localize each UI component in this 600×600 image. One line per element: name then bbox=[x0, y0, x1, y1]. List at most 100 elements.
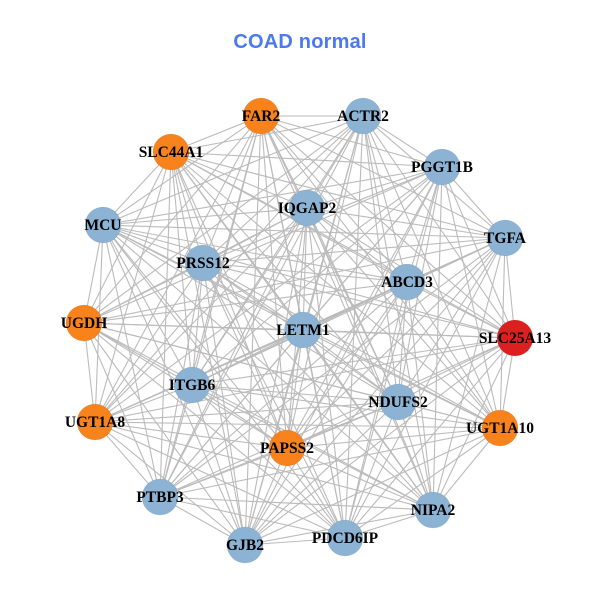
edge-ITGB6-PAPSS2 bbox=[191, 384, 288, 449]
edge-ABCD3-UGDH bbox=[83, 281, 408, 324]
node-PTBP3 bbox=[141, 478, 179, 516]
edge-FAR2-ABCD3 bbox=[260, 115, 408, 283]
edge-MCU-PDCD6IP bbox=[102, 224, 346, 539]
edge-TGFA-UGDH bbox=[83, 237, 506, 324]
edge-PGGT1B-ABCD3 bbox=[406, 166, 443, 283]
node-LETM1 bbox=[284, 311, 322, 349]
node-IQGAP2 bbox=[288, 189, 326, 227]
edge-PGGT1B-PAPSS2 bbox=[286, 166, 443, 449]
node-FAR2 bbox=[242, 97, 280, 135]
edge-IQGAP2-ABCD3 bbox=[306, 207, 408, 283]
node-SLC44A1 bbox=[152, 133, 190, 171]
edge-SLC44A1-PDCD6IP bbox=[170, 151, 346, 539]
edge-PGGT1B-PDCD6IP bbox=[344, 166, 443, 539]
edge-ITGB6-UGT1A10 bbox=[191, 384, 501, 429]
edge-LETM1-NIPA2 bbox=[302, 329, 434, 511]
node-NIPA2 bbox=[414, 491, 452, 529]
edge-SLC25A13-NDUFS2 bbox=[397, 337, 516, 403]
edge-PRSS12-LETM1 bbox=[202, 262, 304, 331]
edge-UGT1A8-PAPSS2 bbox=[94, 421, 288, 449]
edge-ITGB6-PDCD6IP bbox=[191, 384, 346, 539]
edge-IQGAP2-LETM1 bbox=[302, 207, 308, 331]
edge-PRSS12-GJB2 bbox=[202, 262, 246, 546]
edge-NDUFS2-PDCD6IP bbox=[344, 401, 399, 539]
edge-ABCD3-PAPSS2 bbox=[286, 281, 408, 449]
edge-UGT1A8-NIPA2 bbox=[94, 421, 434, 511]
edge-FAR2-NIPA2 bbox=[260, 115, 434, 511]
edge-SLC44A1-ITGB6 bbox=[170, 151, 193, 386]
edge-IQGAP2-UGT1A10 bbox=[306, 207, 501, 429]
edge-PRSS12-SLC25A13 bbox=[202, 262, 516, 339]
edge-ABCD3-PDCD6IP bbox=[344, 281, 408, 539]
node-PGGT1B bbox=[423, 148, 461, 186]
node-PDCD6IP bbox=[326, 519, 364, 557]
edge-PRSS12-UGDH bbox=[83, 262, 204, 324]
edge-PRSS12-NIPA2 bbox=[202, 262, 434, 511]
node-ITGB6 bbox=[173, 366, 211, 404]
edge-MCU-TGFA bbox=[102, 224, 506, 239]
edge-ITGB6-NDUFS2 bbox=[191, 384, 399, 403]
edge-MCU-PTBP3 bbox=[102, 224, 161, 498]
edge-ITGB6-NIPA2 bbox=[191, 384, 434, 511]
edge-FAR2-UGT1A10 bbox=[260, 115, 501, 429]
edge-SLC44A1-GJB2 bbox=[170, 151, 246, 546]
node-ABCD3 bbox=[388, 263, 426, 301]
figure-title: COAD normal bbox=[233, 31, 367, 53]
node-UGT1A10 bbox=[481, 409, 519, 447]
edge-PAPSS2-NIPA2 bbox=[286, 447, 434, 511]
edge-IQGAP2-GJB2 bbox=[244, 207, 308, 546]
edge-PRSS12-PDCD6IP bbox=[202, 262, 346, 539]
edge-SLC44A1-PGGT1B bbox=[170, 151, 443, 168]
node-UGDH bbox=[65, 304, 103, 342]
edge-FAR2-UGT1A8 bbox=[94, 115, 262, 423]
edge-UGDH-ITGB6 bbox=[83, 322, 193, 386]
edge-UGT1A10-PTBP3 bbox=[159, 427, 501, 498]
edge-UGT1A10-PAPSS2 bbox=[286, 427, 501, 449]
edge-ACTR2-SLC44A1 bbox=[170, 115, 364, 153]
edge-LETM1-PDCD6IP bbox=[302, 329, 346, 539]
edge-PGGT1B-NIPA2 bbox=[432, 166, 443, 511]
edge-SLC44A1-IQGAP2 bbox=[170, 151, 308, 209]
edge-ACTR2-SLC25A13 bbox=[362, 115, 516, 339]
edge-ITGB6-GJB2 bbox=[191, 384, 246, 546]
edge-TGFA-PAPSS2 bbox=[286, 237, 506, 449]
node-NDUFS2 bbox=[379, 383, 417, 421]
edge-PGGT1B-IQGAP2 bbox=[306, 166, 443, 209]
edge-PRSS12-ABCD3 bbox=[202, 262, 408, 283]
edge-SLC44A1-UGT1A10 bbox=[170, 151, 501, 429]
edge-LETM1-SLC25A13 bbox=[302, 329, 516, 339]
edge-ACTR2-NDUFS2 bbox=[362, 115, 399, 403]
edge-LETM1-ITGB6 bbox=[191, 329, 304, 386]
edge-ABCD3-NIPA2 bbox=[406, 281, 434, 511]
edge-TGFA-NDUFS2 bbox=[397, 237, 506, 403]
edge-ACTR2-ABCD3 bbox=[362, 115, 408, 283]
edge-ABCD3-GJB2 bbox=[244, 281, 408, 546]
node-PRSS12 bbox=[184, 244, 222, 282]
edge-SLC25A13-PDCD6IP bbox=[344, 337, 516, 539]
edge-SLC25A13-ITGB6 bbox=[191, 337, 516, 386]
edge-ACTR2-UGDH bbox=[83, 115, 364, 324]
edge-IQGAP2-MCU bbox=[102, 207, 308, 226]
edge-UGT1A10-PDCD6IP bbox=[344, 427, 501, 539]
edge-PTBP3-PDCD6IP bbox=[159, 496, 346, 539]
node-SLC25A13 bbox=[496, 319, 534, 357]
edge-NDUFS2-NIPA2 bbox=[397, 401, 434, 511]
edge-UGT1A8-UGT1A10 bbox=[94, 421, 501, 429]
edge-UGDH-NIPA2 bbox=[83, 322, 434, 511]
edge-MCU-SLC25A13 bbox=[102, 224, 516, 339]
edge-PTBP3-NIPA2 bbox=[159, 496, 434, 511]
edge-LETM1-UGT1A10 bbox=[302, 329, 501, 429]
edge-ABCD3-PTBP3 bbox=[159, 281, 408, 498]
edge-UGDH-GJB2 bbox=[83, 322, 246, 546]
edge-FAR2-SLC25A13 bbox=[260, 115, 516, 339]
edge-FAR2-MCU bbox=[102, 115, 262, 226]
edge-PRSS12-UGT1A8 bbox=[94, 262, 204, 423]
edge-TGFA-GJB2 bbox=[244, 237, 506, 546]
edge-MCU-NIPA2 bbox=[102, 224, 434, 511]
edge-TGFA-PDCD6IP bbox=[344, 237, 506, 539]
node-ACTR2 bbox=[344, 97, 382, 135]
edge-MCU-ABCD3 bbox=[102, 224, 408, 283]
edge-ITGB6-PTBP3 bbox=[159, 384, 193, 498]
